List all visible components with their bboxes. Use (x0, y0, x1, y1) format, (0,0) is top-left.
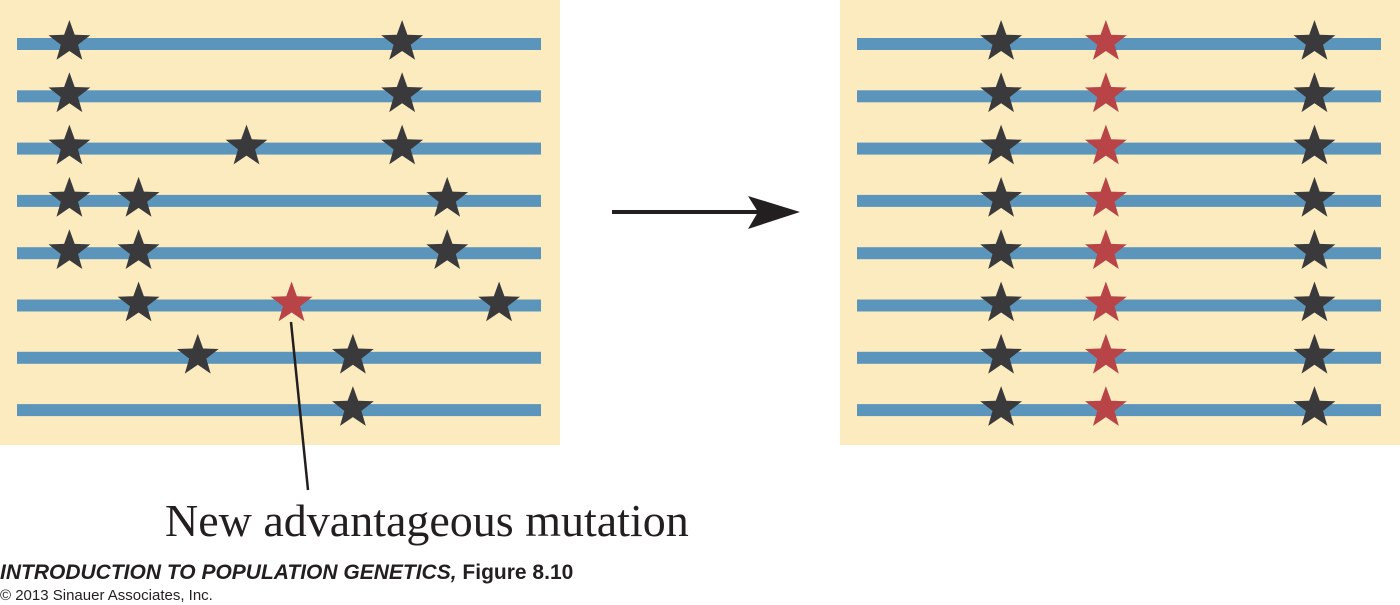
before-chromosome (17, 124, 541, 165)
neutral-variant-star-icon (1293, 386, 1336, 426)
neutral-variant-star-icon (1293, 176, 1336, 217)
chromosome-line (17, 351, 541, 364)
neutral-variant-star-icon (426, 229, 469, 269)
advantageous-mutation-star-icon (1085, 281, 1127, 322)
before-chromosome (17, 333, 541, 374)
after-chromosome (857, 229, 1381, 269)
annotation-leader-line (289, 321, 310, 491)
before-panel-background (0, 0, 560, 445)
before-chromosome (17, 281, 541, 322)
chromosome-line (17, 90, 541, 103)
neutral-variant-star-icon (48, 124, 91, 165)
neutral-variant-star-icon (426, 176, 469, 217)
advantageous-mutation-star-icon (1085, 124, 1127, 165)
neutral-variant-star-icon (980, 124, 1022, 165)
chromosome-line (17, 247, 541, 260)
neutral-variant-star-icon (980, 281, 1022, 322)
before-chromosome (17, 386, 541, 426)
after-chromosome (857, 281, 1381, 322)
neutral-variant-star-icon (381, 124, 424, 165)
after-chromosome (857, 386, 1381, 426)
neutral-variant-star-icon (980, 229, 1022, 269)
neutral-variant-star-icon (980, 72, 1022, 113)
after-chromosome (857, 124, 1381, 165)
neutral-variant-star-icon (225, 124, 268, 165)
neutral-variant-star-icon (980, 386, 1022, 426)
neutral-variant-star-icon (48, 72, 91, 113)
after-chromosome (857, 333, 1381, 374)
neutral-variant-star-icon (48, 229, 91, 269)
advantageous-mutation-star-icon (1085, 386, 1127, 426)
after-chromosome (857, 72, 1381, 113)
before-chromosome (17, 229, 541, 269)
neutral-variant-star-icon (48, 20, 91, 60)
figure-title: INTRODUCTION TO POPULATION GENETICS, Fig… (0, 561, 573, 585)
advantageous-mutation-star-icon (1085, 333, 1127, 374)
advantageous-mutation-star-icon (1085, 176, 1127, 217)
after-chromosome (857, 176, 1381, 217)
neutral-variant-star-icon (176, 333, 219, 374)
neutral-variant-star-icon (1293, 281, 1336, 322)
neutral-variant-star-icon (980, 333, 1022, 374)
advantageous-mutation-star-icon (1085, 20, 1127, 60)
before-panel (0, 0, 560, 445)
right-arrow-icon (612, 196, 800, 229)
before-chromosome (17, 176, 541, 217)
before-chromosome (17, 72, 541, 113)
neutral-variant-star-icon (117, 229, 160, 269)
neutral-variant-star-icon (332, 333, 374, 374)
neutral-variant-star-icon (980, 20, 1022, 60)
after-chromosome (857, 20, 1381, 60)
book-title: INTRODUCTION TO POPULATION GENETICS, (0, 561, 457, 584)
neutral-variant-star-icon (980, 176, 1022, 217)
advantageous-mutation-star-icon (270, 281, 313, 322)
neutral-variant-star-icon (381, 20, 424, 60)
advantageous-mutation-star-icon (1085, 229, 1127, 269)
before-chromosome (17, 20, 541, 60)
neutral-variant-star-icon (332, 386, 374, 426)
neutral-variant-star-icon (117, 281, 160, 322)
after-panel (840, 0, 1400, 445)
chromosome-line (17, 404, 541, 417)
neutral-variant-star-icon (381, 72, 424, 113)
neutral-variant-star-icon (117, 176, 160, 217)
neutral-variant-star-icon (1293, 229, 1336, 269)
neutral-variant-star-icon (1293, 333, 1336, 374)
neutral-variant-star-icon (1293, 72, 1336, 113)
neutral-variant-star-icon (1293, 20, 1336, 60)
chromosome-line (17, 142, 541, 155)
chromosome-line (17, 194, 541, 207)
advantageous-mutation-star-icon (1085, 72, 1127, 113)
neutral-variant-star-icon (478, 281, 520, 322)
chromosome-line (17, 38, 541, 50)
after-panel-background (840, 0, 1400, 445)
neutral-variant-star-icon (1293, 124, 1336, 165)
neutral-variant-star-icon (48, 176, 91, 217)
figure-number: Figure 8.10 (462, 561, 574, 584)
annotation-label: New advantageous mutation (165, 495, 689, 546)
copyright-notice: © 2013 Sinauer Associates, Inc. (0, 587, 213, 604)
